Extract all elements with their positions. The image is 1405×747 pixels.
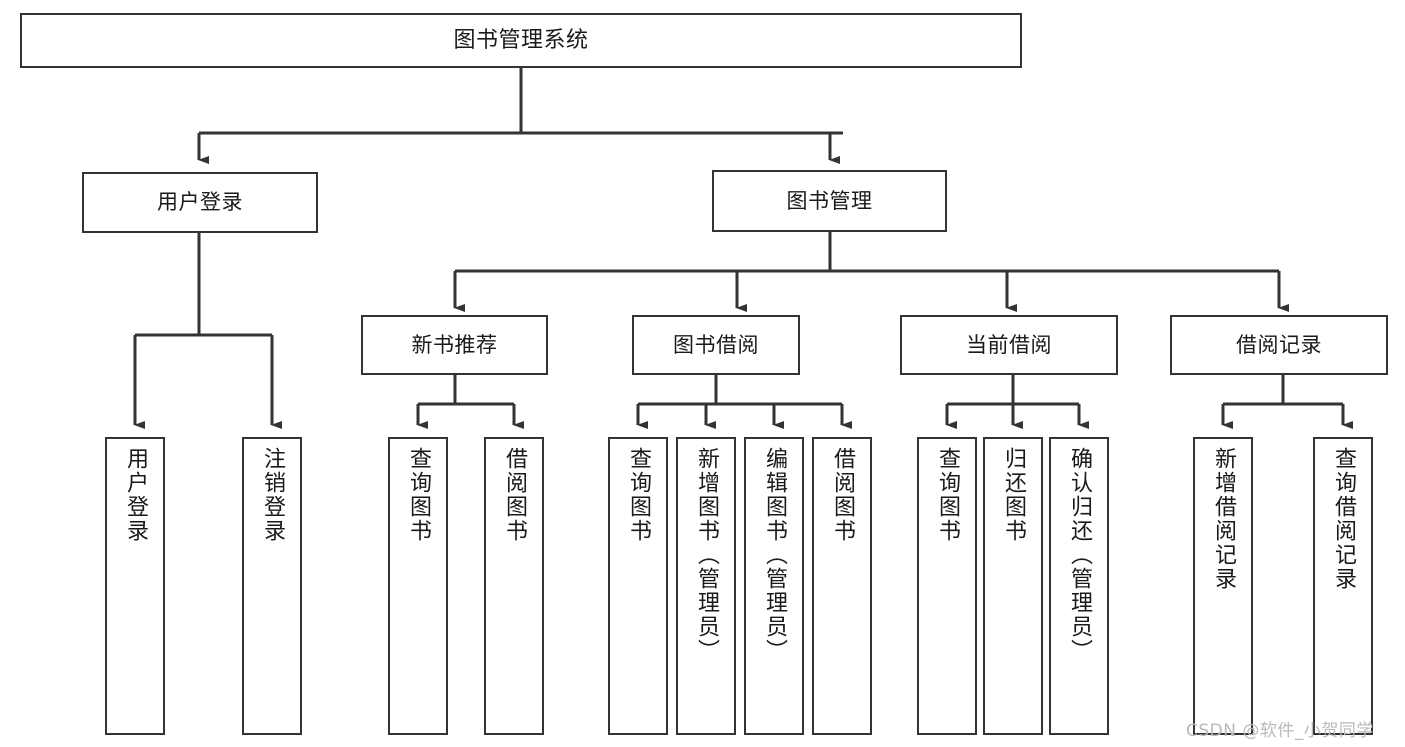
- node-label-user-login: 用户登录: [157, 190, 243, 215]
- node-label-leaf-query-book-3: 查询图书: [935, 447, 960, 543]
- node-leaf-add-record[interactable]: 新增借阅记录: [1193, 437, 1253, 735]
- node-book-borrow[interactable]: 图书借阅: [632, 315, 800, 375]
- node-leaf-user-login[interactable]: 用户登录: [105, 437, 165, 735]
- node-label-new-book-recommend: 新书推荐: [411, 332, 498, 357]
- node-label-leaf-add-book: 新增图书（管理员）: [694, 447, 719, 663]
- node-leaf-query-book-1[interactable]: 查询图书: [388, 437, 448, 735]
- node-label-leaf-return-book: 归还图书: [1001, 447, 1026, 543]
- node-leaf-confirm-return[interactable]: 确认归还（管理员）: [1049, 437, 1109, 735]
- node-book-management[interactable]: 图书管理: [712, 170, 947, 232]
- node-leaf-return-book[interactable]: 归还图书: [983, 437, 1043, 735]
- node-label-borrow-record: 借阅记录: [1236, 332, 1322, 357]
- node-label-leaf-logout-login: 注销登录: [260, 447, 285, 543]
- node-label-leaf-query-record: 查询借阅记录: [1331, 447, 1356, 591]
- node-label-leaf-query-book-2: 查询图书: [626, 447, 651, 543]
- node-borrow-record[interactable]: 借阅记录: [1170, 315, 1388, 375]
- node-leaf-borrow-book-2[interactable]: 借阅图书: [812, 437, 872, 735]
- node-user-login[interactable]: 用户登录: [82, 172, 318, 233]
- node-leaf-query-record[interactable]: 查询借阅记录: [1313, 437, 1373, 735]
- node-label-leaf-query-book-1: 查询图书: [406, 447, 431, 543]
- node-leaf-query-book-2[interactable]: 查询图书: [608, 437, 668, 735]
- node-label-leaf-borrow-book-2: 借阅图书: [830, 447, 855, 543]
- node-label-leaf-edit-book: 编辑图书（管理员）: [762, 447, 787, 663]
- node-leaf-query-book-3[interactable]: 查询图书: [917, 437, 977, 735]
- node-leaf-edit-book[interactable]: 编辑图书（管理员）: [744, 437, 804, 735]
- node-label-leaf-add-record: 新增借阅记录: [1211, 447, 1236, 591]
- node-label-leaf-user-login: 用户登录: [123, 447, 148, 543]
- node-leaf-logout-login[interactable]: 注销登录: [242, 437, 302, 735]
- node-leaf-borrow-book-1[interactable]: 借阅图书: [484, 437, 544, 735]
- node-label-book-borrow: 图书借阅: [673, 332, 759, 357]
- node-new-book-recommend[interactable]: 新书推荐: [361, 315, 548, 375]
- node-current-borrow[interactable]: 当前借阅: [900, 315, 1118, 375]
- node-label-leaf-confirm-return: 确认归还（管理员）: [1067, 447, 1092, 663]
- node-leaf-add-book[interactable]: 新增图书（管理员）: [676, 437, 736, 735]
- node-label-book-management: 图书管理: [786, 188, 873, 213]
- node-label-current-borrow: 当前借阅: [966, 332, 1052, 357]
- node-label-root: 图书管理系统: [453, 27, 589, 53]
- node-root-book-management-system[interactable]: 图书管理系统: [20, 13, 1022, 68]
- node-label-leaf-borrow-book-1: 借阅图书: [502, 447, 527, 543]
